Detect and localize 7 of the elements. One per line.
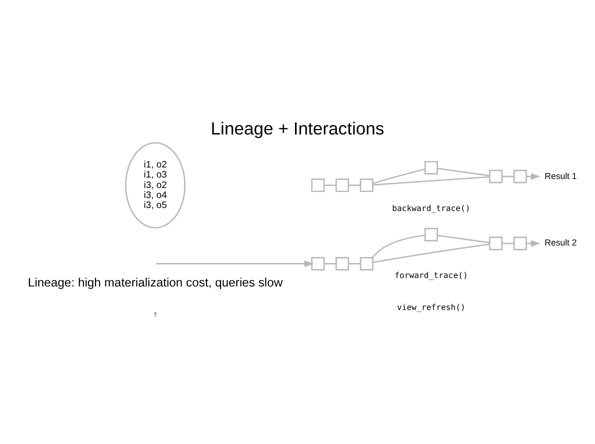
label: view_refresh() [397,301,466,312]
label: forward_trace() [394,269,468,280]
node-text: Result 2 [544,237,577,248]
diagram-title: Lineage + Interactions [210,118,384,138]
label: backward_trace() [392,202,470,213]
label: Lineage: high materialization cost, queries slow [28,274,283,289]
node-text: Result 1 [544,170,577,180]
